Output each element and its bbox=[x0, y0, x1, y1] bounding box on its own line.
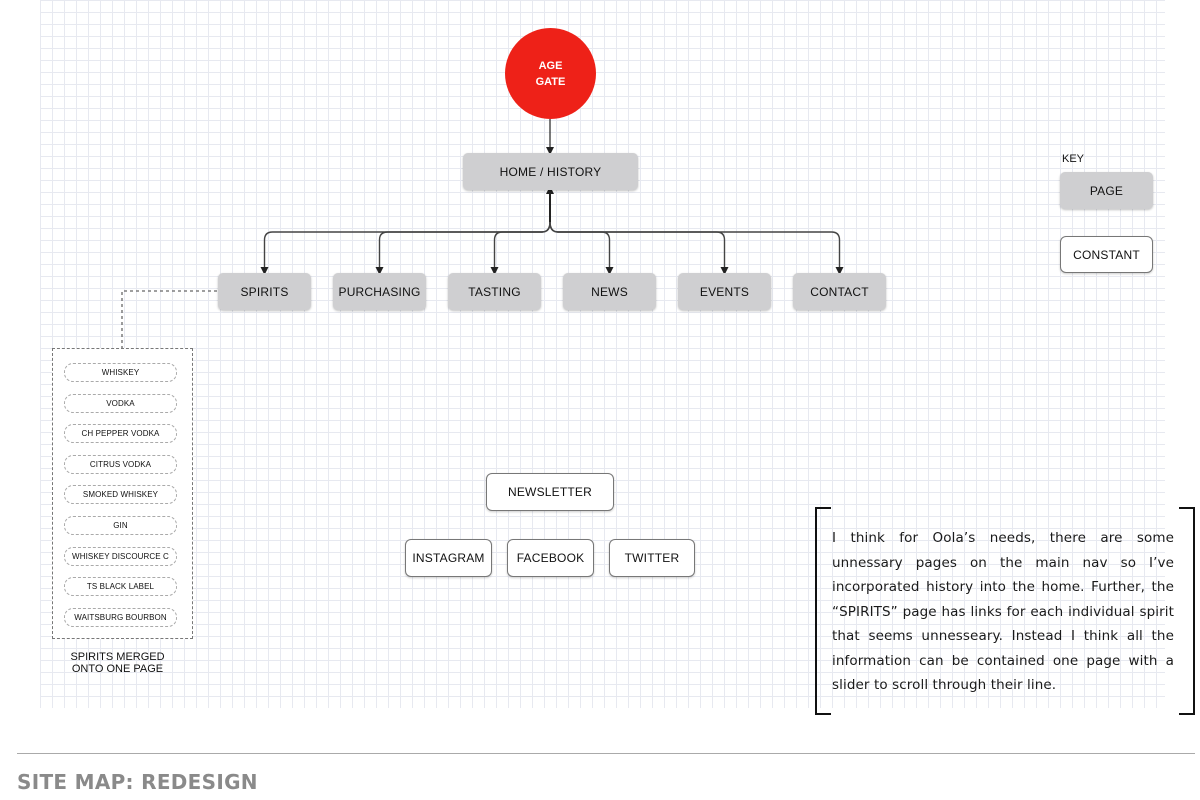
spirits-dashed-connector bbox=[121, 290, 217, 348]
nav-node-tasting: TASTING bbox=[448, 273, 541, 310]
nav-label-tasting: TASTING bbox=[468, 284, 521, 299]
nav-connector bbox=[260, 221, 551, 275]
nav-node-spirits: SPIRITS bbox=[218, 273, 311, 310]
home-history-node: HOME / HISTORY bbox=[463, 153, 638, 190]
nav-label-purchasing: PURCHASING bbox=[338, 284, 421, 299]
spirits-caption-line1: SPIRITS MERGED bbox=[70, 651, 165, 663]
key-title: KEY bbox=[1062, 153, 1085, 165]
note-bracket-left bbox=[815, 507, 831, 715]
age-gate-node: AGE GATE bbox=[505, 28, 596, 119]
nav-node-events: EVENTS bbox=[678, 273, 771, 310]
spirit-item: WAITSBURG BOURBON bbox=[64, 608, 177, 627]
nav-label-contact: CONTACT bbox=[810, 284, 869, 299]
nav-connector bbox=[490, 221, 551, 275]
nav-node-contact: CONTACT bbox=[793, 273, 886, 310]
nav-connector bbox=[549, 221, 614, 275]
nav-connector bbox=[549, 221, 844, 275]
facebook-node: FACEBOOK bbox=[507, 539, 594, 577]
spirit-item: TS BLACK LABEL bbox=[64, 577, 177, 596]
nav-label-spirits: SPIRITS bbox=[240, 284, 289, 299]
footer-divider bbox=[17, 753, 1195, 754]
spirit-item: WHISKEY DISCOURCE C bbox=[64, 547, 177, 566]
spirit-item: CITRUS VODKA bbox=[64, 455, 177, 474]
nav-connector bbox=[375, 221, 551, 275]
note-bracket-right bbox=[1179, 507, 1195, 715]
grid-canvas bbox=[40, 0, 1165, 708]
spirit-item: SMOKED WHISKEY bbox=[64, 485, 177, 504]
nav-connector bbox=[549, 221, 729, 275]
spirit-item: GIN bbox=[64, 516, 177, 535]
facebook-label: FACEBOOK bbox=[516, 551, 585, 565]
spirit-item: WHISKEY bbox=[64, 363, 177, 382]
twitter-node: TWITTER bbox=[609, 539, 695, 577]
age-gate-label: AGE GATE bbox=[535, 59, 566, 88]
nav-label-news: NEWS bbox=[591, 284, 628, 299]
spirits-merged-caption: SPIRITS MERGED ONTO ONE PAGE bbox=[52, 651, 183, 675]
nav-node-news: NEWS bbox=[563, 273, 656, 310]
design-note: I think for Oola’s needs, there are some… bbox=[832, 530, 1174, 693]
newsletter-label: NEWSLETTER bbox=[507, 485, 592, 499]
instagram-label: INSTAGRAM bbox=[412, 551, 485, 565]
nav-label-events: EVENTS bbox=[699, 284, 750, 299]
spirit-item: CH PEPPER VODKA bbox=[64, 424, 177, 443]
key-page-swatch: PAGE bbox=[1060, 172, 1153, 209]
key-constant-swatch: CONSTANT bbox=[1060, 236, 1153, 273]
home-history-label: HOME / HISTORY bbox=[499, 164, 602, 179]
newsletter-node: NEWSLETTER bbox=[486, 473, 614, 511]
footer-title: SITE MAP: REDESIGN bbox=[17, 770, 258, 794]
spirit-item: VODKA bbox=[64, 394, 177, 413]
home-to-nav-connectors bbox=[260, 221, 844, 275]
spirits-merged-group: WHISKEY VODKA CH PEPPER VODKA CITRUS VOD… bbox=[52, 348, 193, 639]
nav-node-purchasing: PURCHASING bbox=[333, 273, 426, 310]
spirits-caption-line2: ONTO ONE PAGE bbox=[71, 663, 164, 675]
key-page-label: PAGE bbox=[1089, 183, 1124, 198]
key-constant-label: CONSTANT bbox=[1073, 247, 1140, 262]
twitter-label: TWITTER bbox=[624, 551, 680, 565]
instagram-node: INSTAGRAM bbox=[405, 539, 492, 577]
